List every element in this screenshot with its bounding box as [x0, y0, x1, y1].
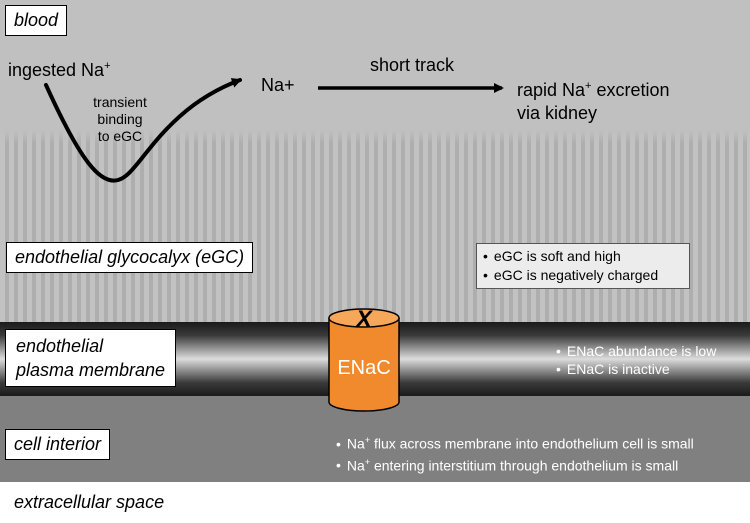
enac-blocked-icon: X [354, 306, 374, 333]
blood-layer [0, 0, 750, 135]
egc-properties-box: •eGC is soft and high •eGC is negatively… [476, 243, 690, 289]
enac-label: ENaC [337, 357, 390, 379]
enac-body [328, 318, 400, 412]
ingested-sup: + [104, 60, 111, 72]
glycocalyx-fade [0, 130, 750, 144]
transient-binding-text: transient binding to eGC [82, 94, 158, 145]
ingested-sodium-text: ingested Na+ [8, 60, 111, 81]
extracellular-layer [0, 482, 750, 523]
interior-bullet: •Na+ entering interstitium through endot… [336, 456, 679, 474]
extracellular-label: extracellular space [14, 492, 165, 512]
egc-bullet: •eGC is negatively charged [483, 267, 659, 283]
membrane-label: endothelial plasma membrane [5, 329, 177, 387]
glycocalyx-label: endothelial glycocalyx (eGC) [6, 242, 254, 273]
egc-bullet: •eGC is soft and high [483, 248, 621, 264]
transient-line3: to eGC [97, 128, 143, 144]
excretion-line1: rapid Na+ excretion [517, 80, 670, 100]
interior-properties: •Na+ flux across membrane into endotheli… [336, 431, 694, 474]
sodium-node-text: Na+ [261, 75, 295, 95]
ingested-text: ingested Na [8, 60, 105, 80]
glycocalyx-layer [0, 130, 750, 322]
transient-line1: transient [93, 94, 147, 110]
enac-top [328, 308, 400, 328]
membrane-label-line2: plasma membrane [16, 360, 166, 380]
cell-interior-label: cell interior [5, 429, 111, 460]
short-track-text: short track [370, 55, 455, 75]
enac-bullet: •ENaC is inactive [556, 361, 670, 377]
enac-bullet: •ENaC abundance is low [556, 343, 717, 359]
transient-line2: binding [97, 111, 143, 127]
excretion-line2: via kidney [517, 103, 598, 123]
membrane-label-line1: endothelial [16, 336, 104, 356]
enac-properties: •ENaC abundance is low •ENaC is inactive [556, 342, 716, 378]
blood-label: blood [5, 5, 68, 36]
rapid-excretion-text: rapid Na+ excretion via kidney [517, 75, 670, 125]
transient-binding-curve [44, 78, 242, 183]
interior-bullet: •Na+ flux across membrane into endotheli… [336, 435, 694, 452]
